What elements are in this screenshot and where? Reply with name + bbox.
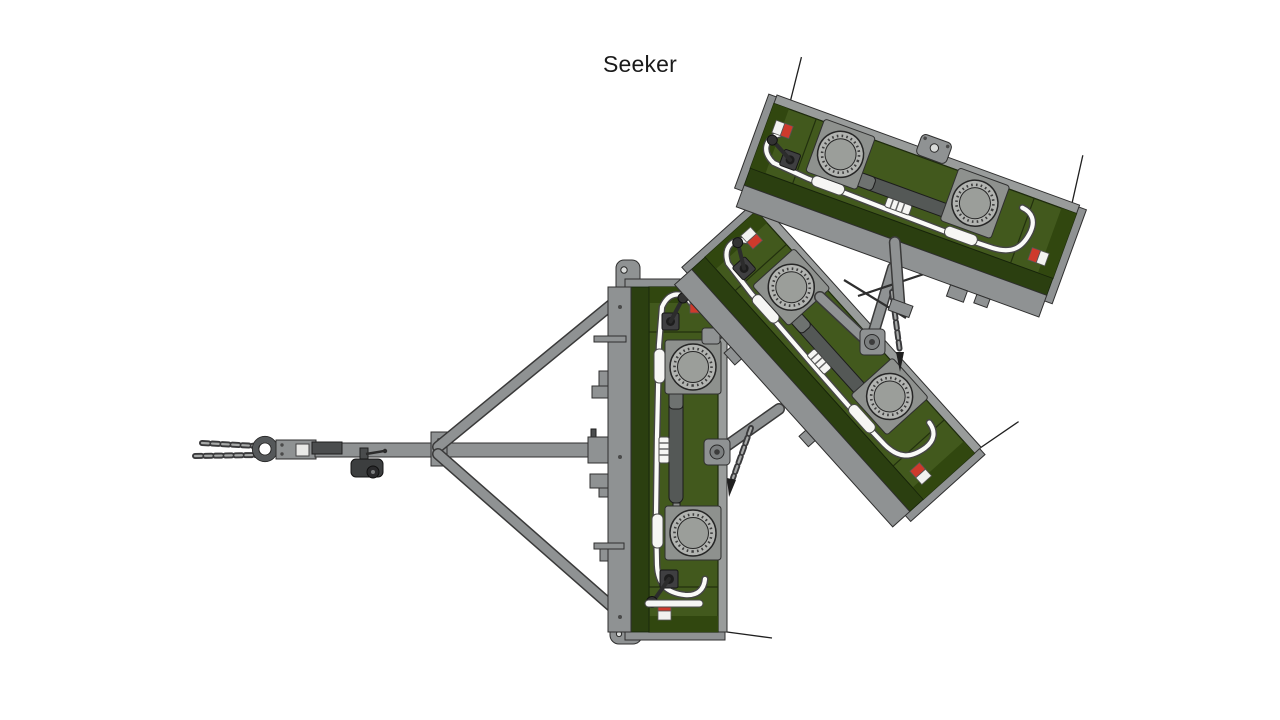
marker-flag-white — [915, 468, 933, 486]
coil-fitting — [807, 348, 832, 375]
side-pin — [593, 542, 625, 550]
disc-hub — [677, 351, 709, 383]
marker-flag-red — [746, 233, 764, 250]
lug-bolt — [923, 136, 927, 141]
tow-ring-inner-outline — [258, 442, 272, 456]
marker-flag-red — [779, 122, 794, 140]
hose — [764, 132, 1035, 253]
coil-rib — [814, 356, 823, 365]
coupler-latch — [295, 443, 310, 457]
bottom-lever — [644, 569, 704, 608]
panel-bevel — [630, 286, 650, 633]
support-foot — [887, 298, 914, 319]
coil-rib — [889, 198, 895, 209]
chain-tip — [896, 352, 904, 372]
lug-bolt — [945, 144, 950, 149]
disc-hub — [824, 138, 857, 171]
lever-arm — [652, 577, 671, 602]
support-strut — [890, 237, 905, 313]
rail-bolt — [618, 305, 622, 309]
disc-hub — [873, 380, 906, 413]
stand-foot — [973, 293, 991, 309]
stand-foot — [945, 284, 969, 303]
lever-knob — [732, 237, 744, 249]
slide-title: Seeker — [602, 51, 678, 77]
disc-tick-ring — [673, 347, 713, 387]
jockey-handle — [365, 449, 385, 456]
rail-bolt — [618, 615, 622, 619]
tow-chains — [192, 440, 260, 459]
hose-fitting — [943, 225, 978, 246]
jockey-wheel-hub — [371, 470, 375, 474]
lug-hole — [929, 143, 940, 153]
coil-fitting — [658, 436, 670, 464]
hose-fitting — [651, 513, 664, 549]
lever-arm — [736, 242, 747, 271]
disc-tick-ring — [771, 267, 812, 308]
a-frame — [432, 290, 628, 618]
side-block — [589, 473, 609, 489]
lever-knob — [766, 134, 778, 146]
panel-face-shade — [1037, 208, 1077, 279]
marker-flag-white — [657, 610, 672, 621]
rail-bracket — [599, 548, 609, 562]
safety-chain-lower-highlight — [193, 453, 259, 458]
hose — [653, 292, 708, 598]
hose-fitting — [653, 348, 666, 384]
coil-rib — [810, 352, 819, 361]
jockey-wheel — [350, 447, 388, 479]
coupler-bolt — [280, 452, 284, 456]
lifting-lug — [916, 134, 952, 164]
drawbar-sleeve — [311, 441, 343, 455]
panel-stowed — [733, 56, 1088, 319]
hose-bar — [644, 599, 704, 608]
coil-rib — [818, 361, 827, 370]
pivot-pin — [869, 339, 875, 345]
rail-side-pins — [589, 335, 627, 550]
coil-rib — [900, 202, 906, 213]
disc-hub — [677, 517, 709, 549]
disc-tick-ring — [673, 513, 713, 553]
disc-tick-ring — [869, 376, 910, 417]
drawbar-tube — [314, 442, 609, 458]
upper-strut — [433, 291, 627, 452]
marker-flag-white — [1035, 250, 1050, 267]
lower-strut — [433, 449, 623, 617]
jockey-handle-knob — [382, 448, 388, 454]
clevis-hole — [620, 266, 628, 274]
hose — [724, 238, 936, 458]
hitch-coupler — [251, 435, 317, 463]
panel-face-shade — [912, 441, 975, 500]
disc-hub — [775, 271, 808, 304]
center-linkage — [814, 262, 937, 372]
lever-arm — [771, 139, 793, 162]
disc-tick-ring — [955, 183, 995, 224]
hanging-chain-highlight — [731, 426, 753, 480]
side-block — [591, 385, 609, 399]
chain-tip — [727, 478, 736, 497]
safety-chain-upper-highlight — [200, 441, 259, 448]
disc-hub — [958, 187, 991, 220]
panel-deployed — [598, 278, 773, 641]
fold-link-lower — [703, 403, 785, 497]
rail-bolt — [618, 455, 622, 459]
link-bracket — [701, 327, 721, 345]
pivot-pin — [714, 449, 720, 455]
drawbar-end-bracket — [587, 436, 611, 464]
coil-rib — [894, 200, 900, 211]
tow-ring — [252, 436, 278, 462]
latch-lever — [766, 134, 801, 171]
rail-bracket — [598, 370, 609, 388]
rail-bracket — [798, 429, 816, 448]
side-pin — [593, 335, 627, 343]
hose-fitting — [848, 403, 876, 434]
latch-lever — [732, 237, 756, 281]
disc-tick-ring — [820, 134, 861, 175]
lever-arm — [668, 298, 684, 324]
coupler-bolt — [280, 443, 284, 447]
rail-bracket — [723, 346, 743, 366]
